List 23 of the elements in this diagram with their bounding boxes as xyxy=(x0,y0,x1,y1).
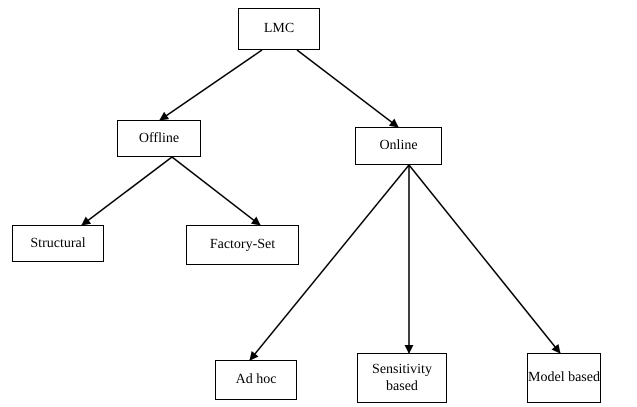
process-box xyxy=(186,225,299,265)
process-box xyxy=(117,120,201,157)
arrow xyxy=(408,164,561,354)
arrow xyxy=(296,49,399,128)
process-box xyxy=(238,8,320,50)
arrow xyxy=(172,156,261,226)
node-label: Online xyxy=(379,137,418,155)
node-label: Sensitivity based xyxy=(371,360,433,396)
node-label: Model based xyxy=(528,369,600,387)
process-box xyxy=(357,353,447,403)
node-label: Factory-Set xyxy=(210,236,276,254)
arrow xyxy=(249,164,410,361)
arrow xyxy=(404,165,414,354)
process-box xyxy=(355,127,442,165)
process-box xyxy=(215,360,297,400)
process-box xyxy=(527,353,601,403)
node-label: Offline xyxy=(138,130,180,148)
node-label: LMC xyxy=(264,20,294,38)
arrow xyxy=(159,49,262,121)
node-label: Ad hoc xyxy=(236,371,276,389)
process-box xyxy=(12,225,104,262)
node-label: Structural xyxy=(30,234,86,252)
arrow xyxy=(81,156,172,226)
